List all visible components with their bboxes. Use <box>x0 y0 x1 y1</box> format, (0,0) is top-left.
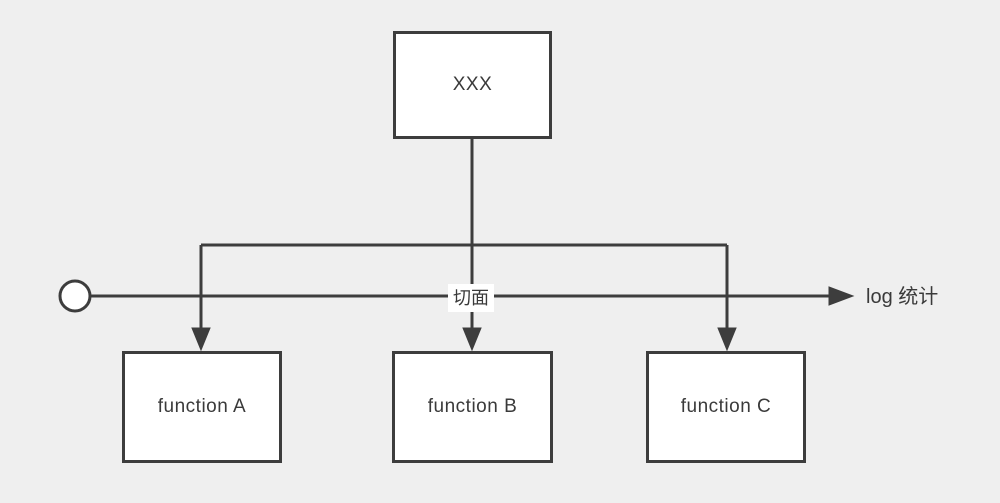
aspect-label: 切面 <box>448 284 494 312</box>
node-function-a: function A <box>122 351 282 463</box>
node-function-b: function B <box>392 351 553 463</box>
node-function-a-label: function A <box>157 396 247 417</box>
node-function-c-label: function C <box>680 396 772 417</box>
node-xxx-label: XXX <box>452 74 493 95</box>
arrowhead-right <box>828 286 855 306</box>
log-annotation: log 统计 <box>866 286 939 308</box>
arrowhead-down-b <box>462 327 482 352</box>
arrowhead-down-c <box>717 327 737 352</box>
arrowhead-down-a <box>191 327 211 352</box>
node-xxx: XXX <box>393 31 552 139</box>
node-function-b-label: function B <box>427 396 518 417</box>
node-function-c: function C <box>646 351 806 463</box>
aspect-start-circle <box>58 279 92 313</box>
